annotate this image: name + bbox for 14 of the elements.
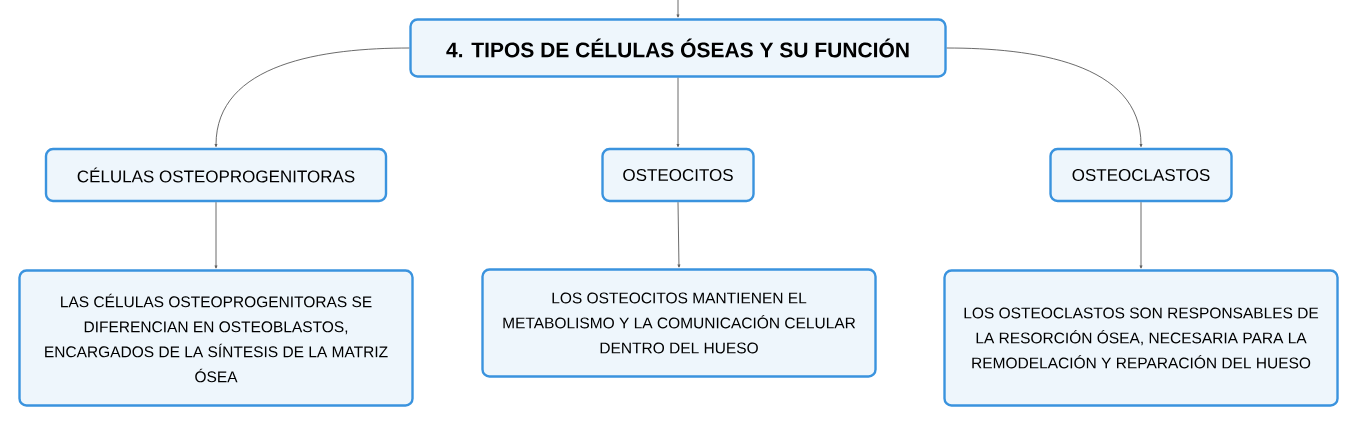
description-box: LOS OSTEOCITOS MANTIENEN EL METABOLISMO Y LA COMUNICACIÓN CELULAR DENTRO DEL HUESO [481,268,877,378]
description-box: LOS OSTEOCLASTOS SON RESPONSABLES DE LA RESORCIÓN ÓSEA, NECESARIA PARA LA REMODELACIÓN Y REPARACIÓN DEL HUESO [943,269,1339,407]
category-box: OSTEOCLASTOS [1049,147,1233,203]
title-box: 4. TIPOS DE CÉLULAS ÓSEAS Y SU FUNCIÓN [409,18,947,78]
arrow [946,47,1143,148]
arrow [676,77,680,148]
arrow [214,201,218,269]
description-box: LAS CÉLULAS OSTEOPROGENITORAS SE DIFERENCIAN EN OSTEOBLASTOS, ENCARGADOS DE LA SÍNTESIS DE LA MATRIZ ÓSEA [18,269,414,407]
arrow [214,47,410,148]
arrow [1139,201,1143,269]
category-box: OSTEOCITOS [601,147,755,203]
arrow [676,0,680,18]
category-box: CÉLULAS OSTEOPROGENITORAS [44,147,388,203]
arrow [677,201,681,268]
